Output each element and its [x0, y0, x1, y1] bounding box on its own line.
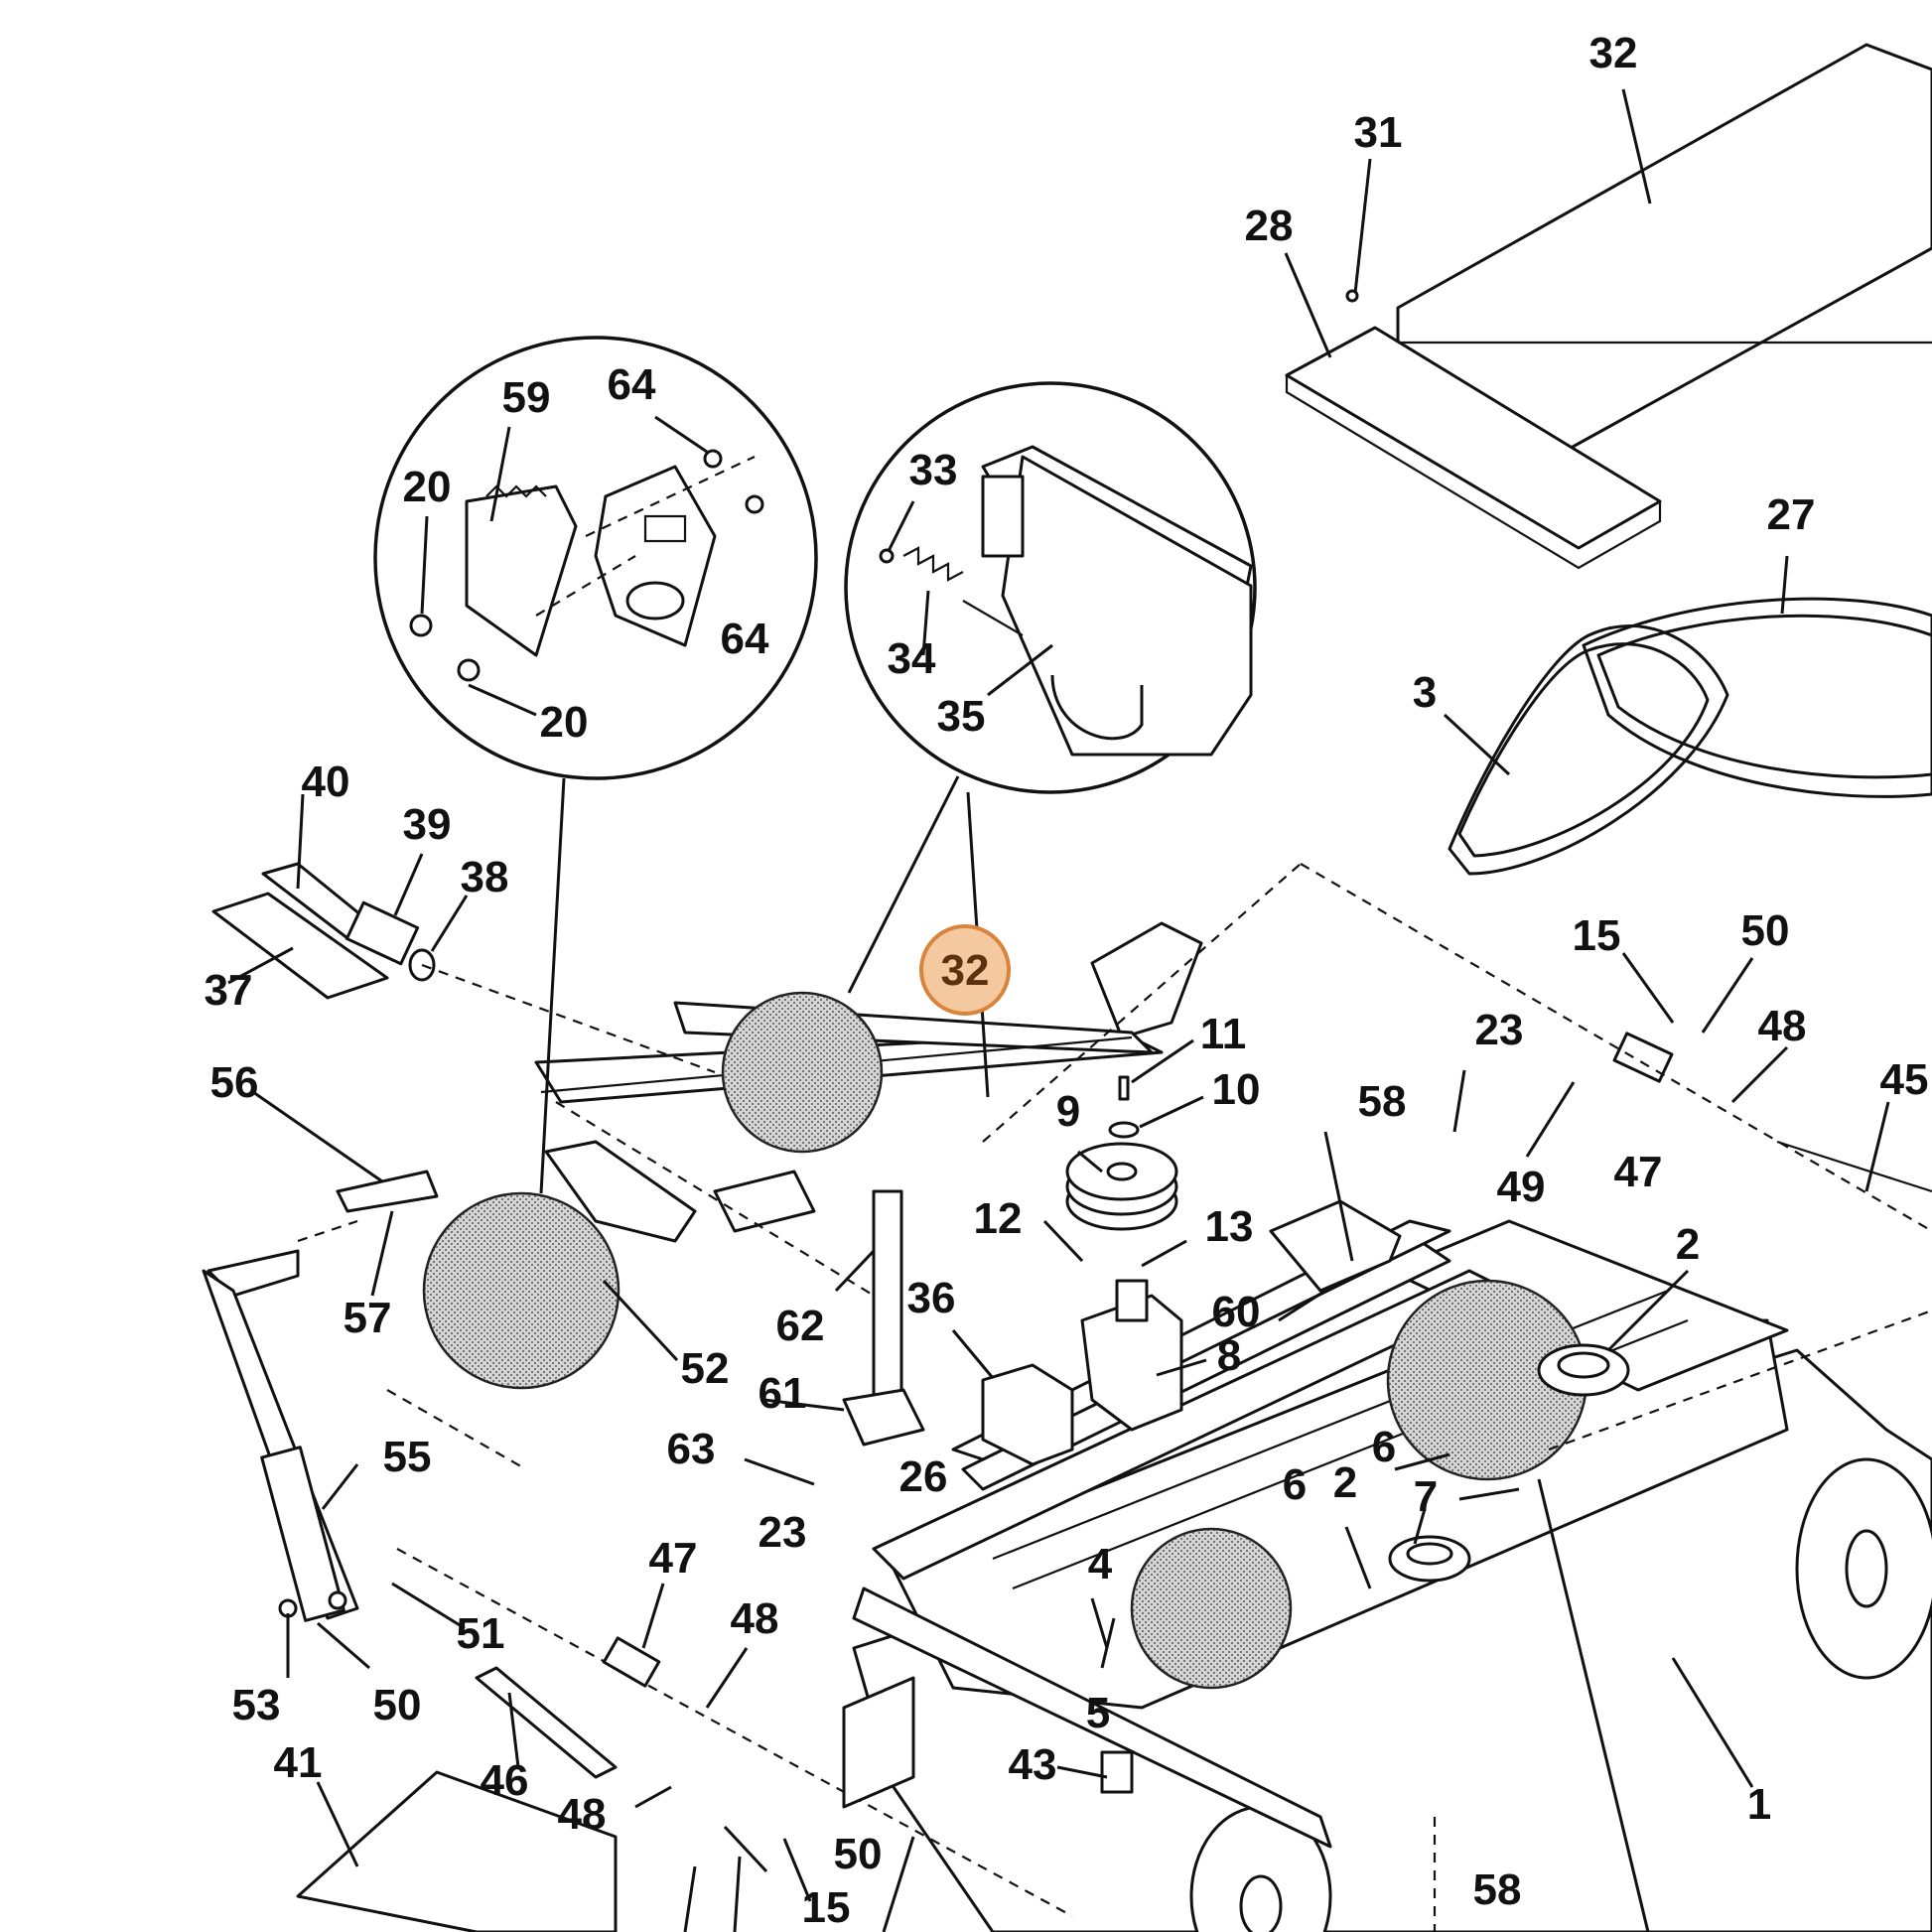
label-50b: 50 [1741, 906, 1790, 955]
label-11: 11 [1200, 1010, 1247, 1058]
lift-handle-assembly [202, 862, 439, 1622]
part-number-labels: 32 31 28 27 3 59 64 20 64 20 33 34 35 40… [205, 29, 1929, 1932]
label-28: 28 [1245, 202, 1294, 250]
label-1: 1 [1747, 1780, 1771, 1829]
label-5: 5 [1086, 1689, 1110, 1737]
label-12: 12 [974, 1194, 1023, 1243]
pivot-arm-47-right [1612, 1032, 1932, 1193]
label-43: 43 [1009, 1740, 1057, 1789]
label-48c: 48 [558, 1790, 607, 1839]
detail-source-spindle [1130, 1527, 1293, 1690]
label-37: 37 [205, 966, 253, 1015]
label-39: 39 [403, 800, 452, 849]
label-45: 45 [1880, 1055, 1929, 1104]
label-33: 33 [909, 446, 958, 494]
washer-10 [1108, 1121, 1140, 1139]
label-26: 26 [899, 1452, 948, 1501]
label-41: 41 [274, 1738, 323, 1787]
label-50a: 50 [373, 1681, 422, 1729]
label-3: 3 [1413, 668, 1437, 717]
label-58: 59 [502, 373, 551, 422]
label-52: 52 [681, 1344, 730, 1393]
lift-link-46 [475, 1636, 661, 1779]
label-9: 9 [1056, 1087, 1080, 1136]
bracket-43 [842, 1676, 1134, 1809]
bracket-36 [981, 1363, 1074, 1466]
label-23b: 23 [759, 1508, 807, 1557]
label-6b: 6 [1283, 1460, 1307, 1509]
pulley-9 [1065, 1142, 1178, 1231]
label-62: 62 [776, 1302, 825, 1350]
label-48a: 48 [1758, 1002, 1807, 1050]
detail-bubble-right [844, 381, 1257, 794]
label-60: 60 [1212, 1288, 1261, 1336]
label-56: 57 [344, 1294, 392, 1342]
label-48b: 48 [731, 1594, 779, 1643]
label-38: 38 [461, 853, 509, 901]
label-64b: 64 [721, 615, 769, 663]
label-2a: 2 [1676, 1220, 1700, 1269]
bolt-11 [1118, 1075, 1130, 1101]
label-27: 27 [1767, 490, 1816, 539]
gearbox-8 [1080, 1279, 1183, 1432]
label-47a: 47 [649, 1534, 698, 1583]
label-49: 49 [1497, 1163, 1546, 1211]
label-40: 40 [302, 758, 350, 806]
label-36: 36 [907, 1274, 956, 1322]
pivot-bracket [544, 1140, 816, 1243]
label-2b: 2 [1333, 1458, 1357, 1507]
label-64a: 64 [608, 360, 656, 409]
detail-source-35 [721, 991, 884, 1154]
label-13: 13 [1205, 1202, 1254, 1251]
label-20a: 20 [403, 463, 452, 511]
label-46: 46 [481, 1756, 529, 1805]
label-50c: 50 [834, 1830, 883, 1878]
idler-pulley-2 [1388, 1343, 1630, 1583]
label-54: 55 [383, 1433, 432, 1481]
label-15a: 15 [1573, 911, 1621, 960]
label-20b: 20 [540, 698, 589, 747]
belts-3-27 [1448, 597, 1932, 876]
label-23a: 23 [1475, 1006, 1524, 1054]
label-7: 7 [1414, 1472, 1438, 1521]
label-4: 4 [1088, 1540, 1113, 1588]
label-53: 53 [232, 1681, 281, 1729]
bracket-59-60 [1269, 1199, 1402, 1293]
label-59: 58 [1358, 1077, 1407, 1126]
label-31: 31 [1354, 108, 1403, 157]
label-51: 51 [457, 1609, 505, 1658]
detail-source-58 [422, 1191, 621, 1390]
label-61: 61 [759, 1369, 807, 1418]
label-34: 34 [888, 634, 936, 683]
caster-wheels [1189, 1457, 1932, 1932]
detail-bubble-left [373, 336, 818, 780]
deflector-plate-29 [1285, 43, 1932, 570]
chute-41 [296, 1770, 618, 1932]
label-55: 56 [210, 1058, 259, 1107]
label-63: 63 [667, 1425, 716, 1473]
label-29: 32 [1589, 29, 1638, 77]
label-15b: 15 [802, 1883, 851, 1932]
stop-post-61-62 [842, 1189, 925, 1447]
label-47b: 47 [1614, 1148, 1663, 1196]
label-32: 32 [941, 946, 990, 995]
label-57: 58 [1473, 1865, 1522, 1914]
label-6a: 6 [1372, 1423, 1396, 1471]
label-10: 10 [1212, 1065, 1261, 1114]
label-8: 8 [1217, 1331, 1241, 1380]
highlight-part-32[interactable]: 32 [919, 924, 1011, 1016]
label-35: 35 [937, 692, 986, 741]
